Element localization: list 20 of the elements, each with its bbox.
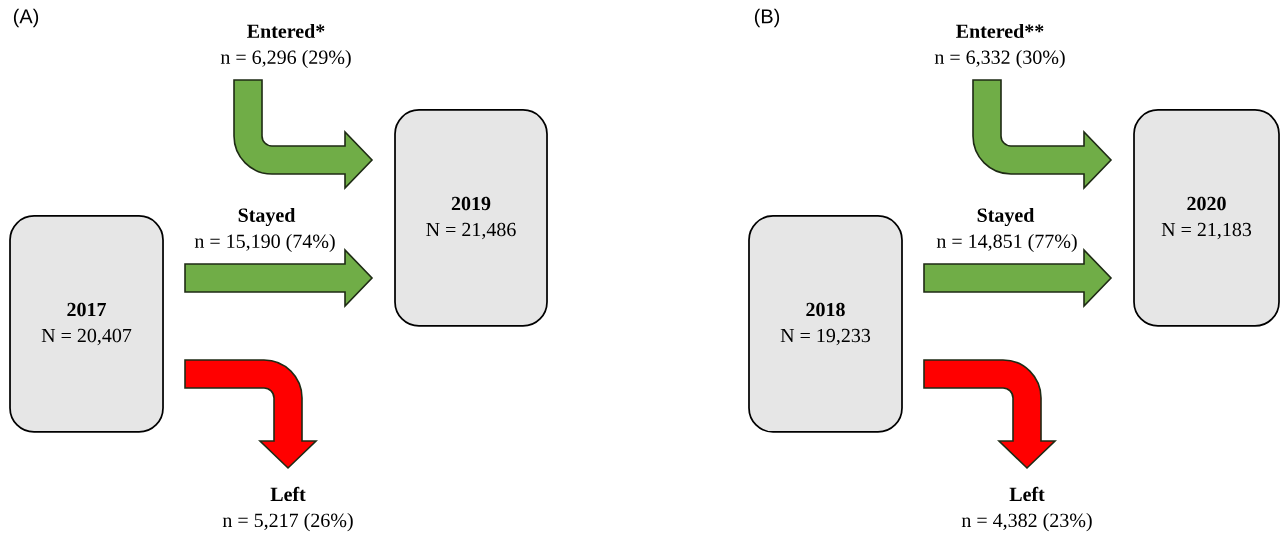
year-box: 2018 N = 19,233 [748, 215, 903, 433]
curved-arrow [233, 79, 373, 189]
count-label: Left n = 4,382 (23%) [961, 486, 1092, 532]
count-text: n = 14,851 (77%) [936, 233, 1077, 253]
year-box: 2017 N = 20,407 [9, 215, 164, 433]
year-box: 2019 N = 21,486 [394, 109, 548, 327]
curved-arrow [184, 359, 317, 469]
panel-label: (B) [754, 8, 780, 28]
count-label: Entered** n = 6,332 (30%) [934, 23, 1065, 69]
year-box: 2020 N = 21,183 [1133, 109, 1280, 327]
panel-label: (A) [13, 8, 39, 28]
curved-arrow [923, 359, 1056, 469]
curved-arrow [972, 79, 1112, 189]
count-text: n = 15,190 (74%) [194, 233, 335, 253]
count-label: Entered* n = 6,296 (29%) [220, 23, 351, 69]
edge-label: Stayed [977, 207, 1035, 227]
block-arrow [923, 248, 1113, 308]
count-label: Left n = 5,217 (26%) [222, 486, 353, 532]
edge-label: Stayed [238, 207, 296, 227]
block-arrow [184, 248, 374, 308]
